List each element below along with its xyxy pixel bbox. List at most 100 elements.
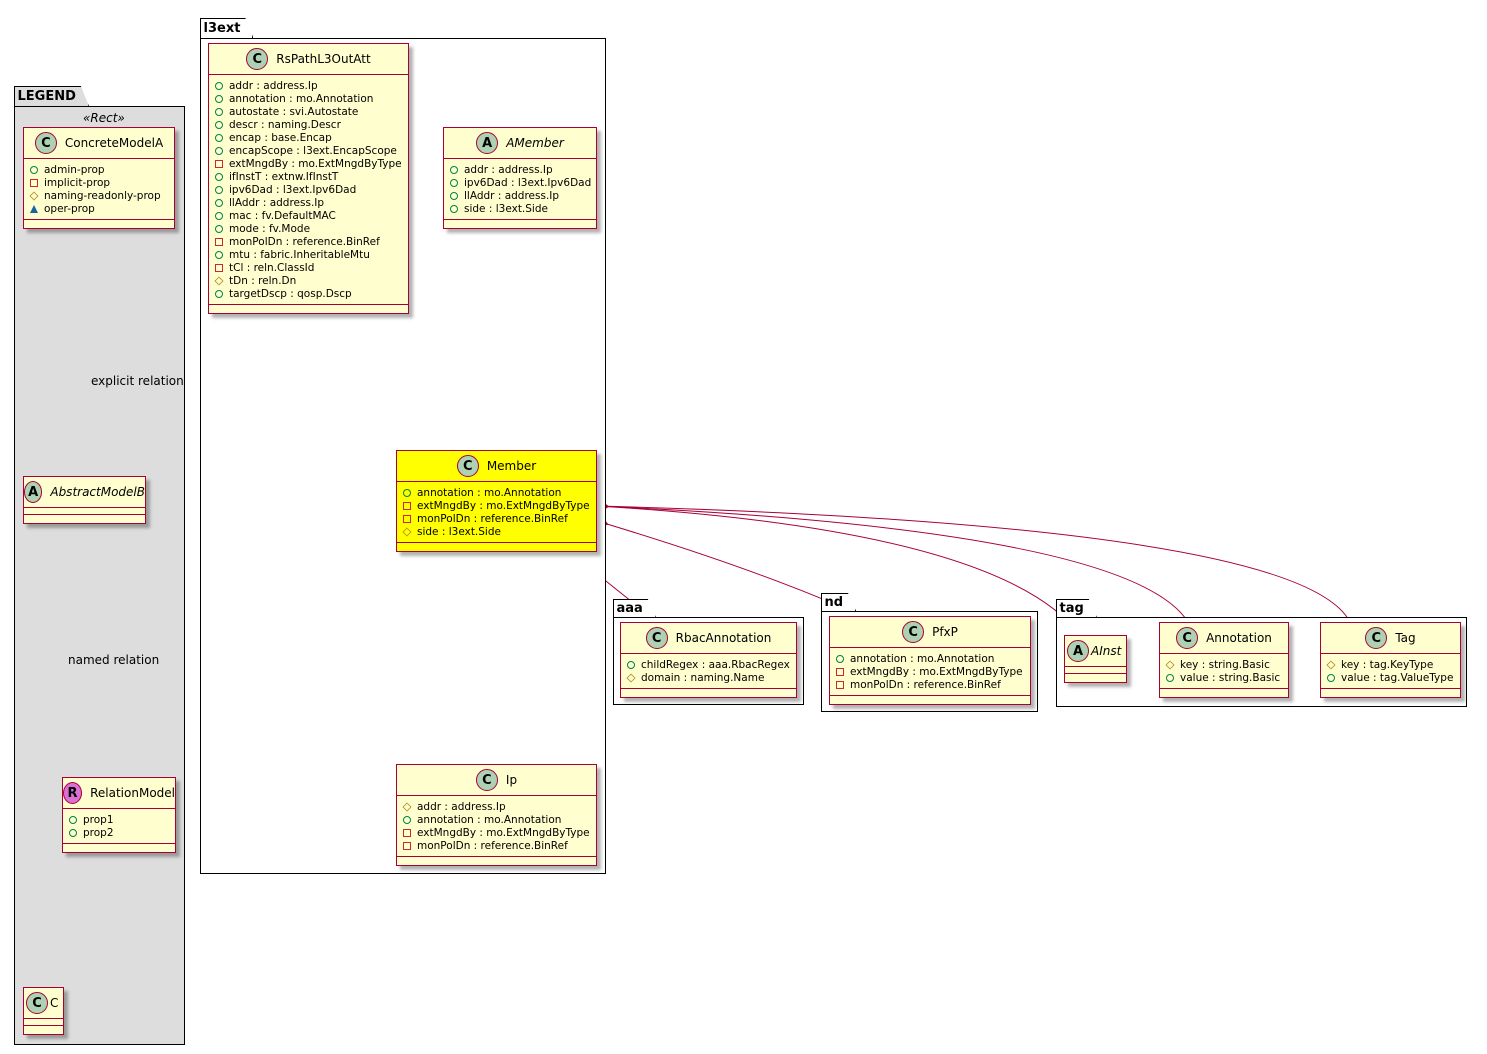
attribute-text: encapScope : l3ext.EncapScope	[229, 144, 397, 157]
attribute: side : l3ext.Side	[402, 525, 590, 538]
method-list	[397, 857, 596, 865]
class-kind-icon: R	[63, 782, 83, 804]
visibility-icon	[215, 133, 223, 142]
class-header: C ConcreteModelA	[24, 128, 174, 159]
visibility-icon	[215, 237, 223, 246]
visibility-icon	[215, 81, 223, 90]
attribute-text: tDn : reln.Dn	[229, 274, 297, 287]
attribute: annotation : mo.Annotation	[215, 92, 402, 105]
class-header: C C	[24, 988, 63, 1019]
class-kind-icon: C	[645, 627, 668, 649]
attribute-text: prop1	[83, 813, 114, 826]
attribute-text: monPolDn : reference.BinRef	[229, 235, 380, 248]
visibility-icon	[403, 514, 411, 523]
visibility-icon	[450, 165, 458, 174]
visibility-icon	[403, 841, 411, 850]
attribute-text: targetDscp : qosp.Dscp	[229, 287, 352, 300]
visibility-icon	[215, 107, 223, 116]
package-tab: l3ext	[200, 18, 254, 38]
class-c[interactable]: C C	[23, 987, 64, 1035]
class-name: AbstractModelB	[50, 485, 145, 499]
visibility-icon	[836, 667, 844, 676]
attribute: domain : naming.Name	[626, 671, 790, 684]
attribute: ifInstT : extnw.IfInstT	[215, 170, 402, 183]
class-ainst[interactable]: A AInst	[1064, 635, 1127, 683]
attribute: value : tag.ValueType	[1327, 671, 1454, 684]
visibility-icon	[215, 185, 223, 194]
class-kind-icon: A	[476, 132, 499, 154]
class-header: C Tag	[1321, 623, 1460, 654]
package-tab: aaa	[613, 599, 656, 617]
attribute-text: side : l3ext.Side	[464, 202, 548, 215]
attribute: llAddr : address.Ip	[450, 189, 590, 202]
class-name: C	[50, 996, 59, 1010]
visibility-icon	[30, 165, 38, 174]
attribute-text: extMngdBy : mo.ExtMngdByType	[229, 157, 402, 170]
attribute-text: monPolDn : reference.BinRef	[850, 678, 1001, 691]
visibility-icon	[215, 159, 223, 168]
method-list	[63, 844, 175, 852]
attribute-list	[24, 1019, 63, 1026]
attribute-text: extMngdBy : mo.ExtMngdByType	[417, 826, 590, 839]
attribute-text: annotation : mo.Annotation	[850, 652, 995, 665]
attribute: monPolDn : reference.BinRef	[836, 678, 1024, 691]
class-header: A AMember	[444, 128, 596, 159]
visibility-icon	[450, 204, 458, 213]
visibility-icon	[1326, 659, 1336, 670]
attribute: ipv6Dad : l3ext.Ipv6Dad	[450, 176, 592, 189]
attribute: monPolDn : reference.BinRef	[403, 839, 590, 852]
visibility-icon	[214, 275, 224, 286]
class-header: C RbacAnnotation	[621, 623, 796, 654]
class-header: C RsPathL3OutAtt	[209, 44, 408, 75]
attribute: targetDscp : qosp.Dscp	[215, 287, 402, 300]
class-abstractmodelb[interactable]: A AbstractModelB	[23, 476, 146, 524]
visibility-icon	[215, 263, 223, 272]
edge-label-named: named relation	[68, 653, 160, 667]
class-name: Member	[486, 459, 537, 473]
method-list	[444, 220, 596, 228]
attribute-text: ipv6Dad : l3ext.Ipv6Dad	[229, 183, 357, 196]
class-name: RbacAnnotation	[675, 631, 772, 645]
package-tab: tag	[1056, 599, 1097, 617]
class-kind-icon: C	[1176, 627, 1199, 649]
class-name: RsPathL3OutAtt	[276, 52, 371, 66]
attribute: prop1	[69, 813, 169, 826]
package-legend: LEGEND «Rect»	[14, 106, 185, 1045]
attribute: llAddr : address.Ip	[215, 196, 402, 209]
attribute-text: llAddr : address.Ip	[464, 189, 560, 202]
attribute-text: childRegex : aaa.RbacRegex	[641, 658, 790, 671]
attribute: key : string.Basic	[1165, 658, 1282, 671]
attribute-text: key : string.Basic	[1180, 658, 1270, 671]
attribute-text: value : tag.ValueType	[1341, 671, 1454, 684]
attribute-list	[1065, 667, 1126, 674]
class-name: PfxP	[932, 625, 958, 639]
attribute-text: ipv6Dad : l3ext.Ipv6Dad	[464, 176, 592, 189]
class-kind-icon: A	[24, 481, 43, 503]
attribute: tDn : reln.Dn	[214, 274, 402, 287]
visibility-icon	[403, 488, 411, 497]
visibility-icon	[1327, 673, 1335, 682]
visibility-icon	[627, 660, 635, 669]
visibility-icon	[450, 191, 458, 200]
attribute: value : string.Basic	[1166, 671, 1282, 684]
attribute: addr : address.Ip	[450, 163, 590, 176]
edge-member-tag	[596, 502, 1351, 623]
attribute: autostate : svi.Autostate	[215, 105, 402, 118]
attribute-text: annotation : mo.Annotation	[417, 486, 562, 499]
